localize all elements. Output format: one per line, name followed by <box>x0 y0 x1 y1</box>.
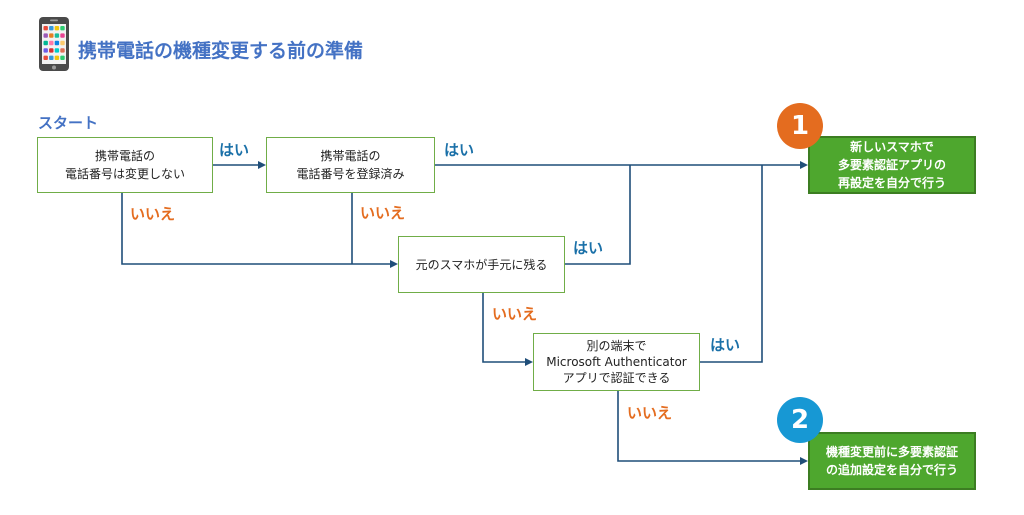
node-line: 携帯電話の <box>94 149 155 163</box>
start-label: スタート <box>38 114 99 132</box>
result-line: 機種変更前に多要素認証 <box>825 445 958 459</box>
node-line: 別の端末で <box>586 339 647 353</box>
decision-keep-phone-number: 携帯電話の 電話番号は変更しない <box>37 137 213 193</box>
node-line: 電話番号は変更しない <box>64 167 185 181</box>
branch-yes-label: はい <box>573 239 604 257</box>
branch-no-label: いいえ <box>360 204 406 222</box>
result-line: の追加設定を自分で行う <box>825 463 958 477</box>
decision-old-phone-remains: 元のスマホが手元に残る <box>398 236 565 293</box>
decision-phone-number-registered: 携帯電話の 電話番号を登録済み <box>266 137 435 193</box>
result-reconfigure-app: 新しいスマホで 多要素認証アプリの 再設定を自分で行う <box>808 136 976 194</box>
branch-no-label: いいえ <box>627 404 673 422</box>
branch-yes-label: はい <box>710 336 741 354</box>
node-line: 携帯電話の <box>320 149 381 163</box>
decision-authenticator-other-device: 別の端末で Microsoft Authenticator アプリで認証できる <box>533 333 700 391</box>
page-title: 携帯電話の機種変更する前の準備 <box>78 40 364 62</box>
connector-q4-yes <box>700 165 763 363</box>
connector-q3-no <box>482 293 533 366</box>
connector-q3-yes <box>565 165 631 265</box>
result-add-mfa-setting: 機種変更前に多要素認証 の追加設定を自分で行う <box>808 432 976 490</box>
branch-yes-label: はい <box>219 141 250 159</box>
branch-no-label: いいえ <box>492 305 538 323</box>
node-line: 元のスマホが手元に残る <box>415 257 548 272</box>
branch-yes-label: はい <box>444 141 475 159</box>
result-number-badge-2: 2 <box>777 397 823 443</box>
node-line: Microsoft Authenticator <box>546 355 687 369</box>
node-line: アプリで認証できる <box>562 371 671 385</box>
branch-no-label: いいえ <box>130 205 176 223</box>
connector-q4-no <box>617 391 808 465</box>
result-line: 多要素認証アプリの <box>837 158 946 172</box>
node-line: 電話番号を登録済み <box>296 167 405 181</box>
result-line: 再設定を自分で行う <box>837 176 946 190</box>
smartphone-icon <box>39 17 69 71</box>
result-line: 新しいスマホで <box>850 140 934 154</box>
connector-q1-no <box>121 193 398 268</box>
result-number-badge-1: 1 <box>777 103 823 149</box>
